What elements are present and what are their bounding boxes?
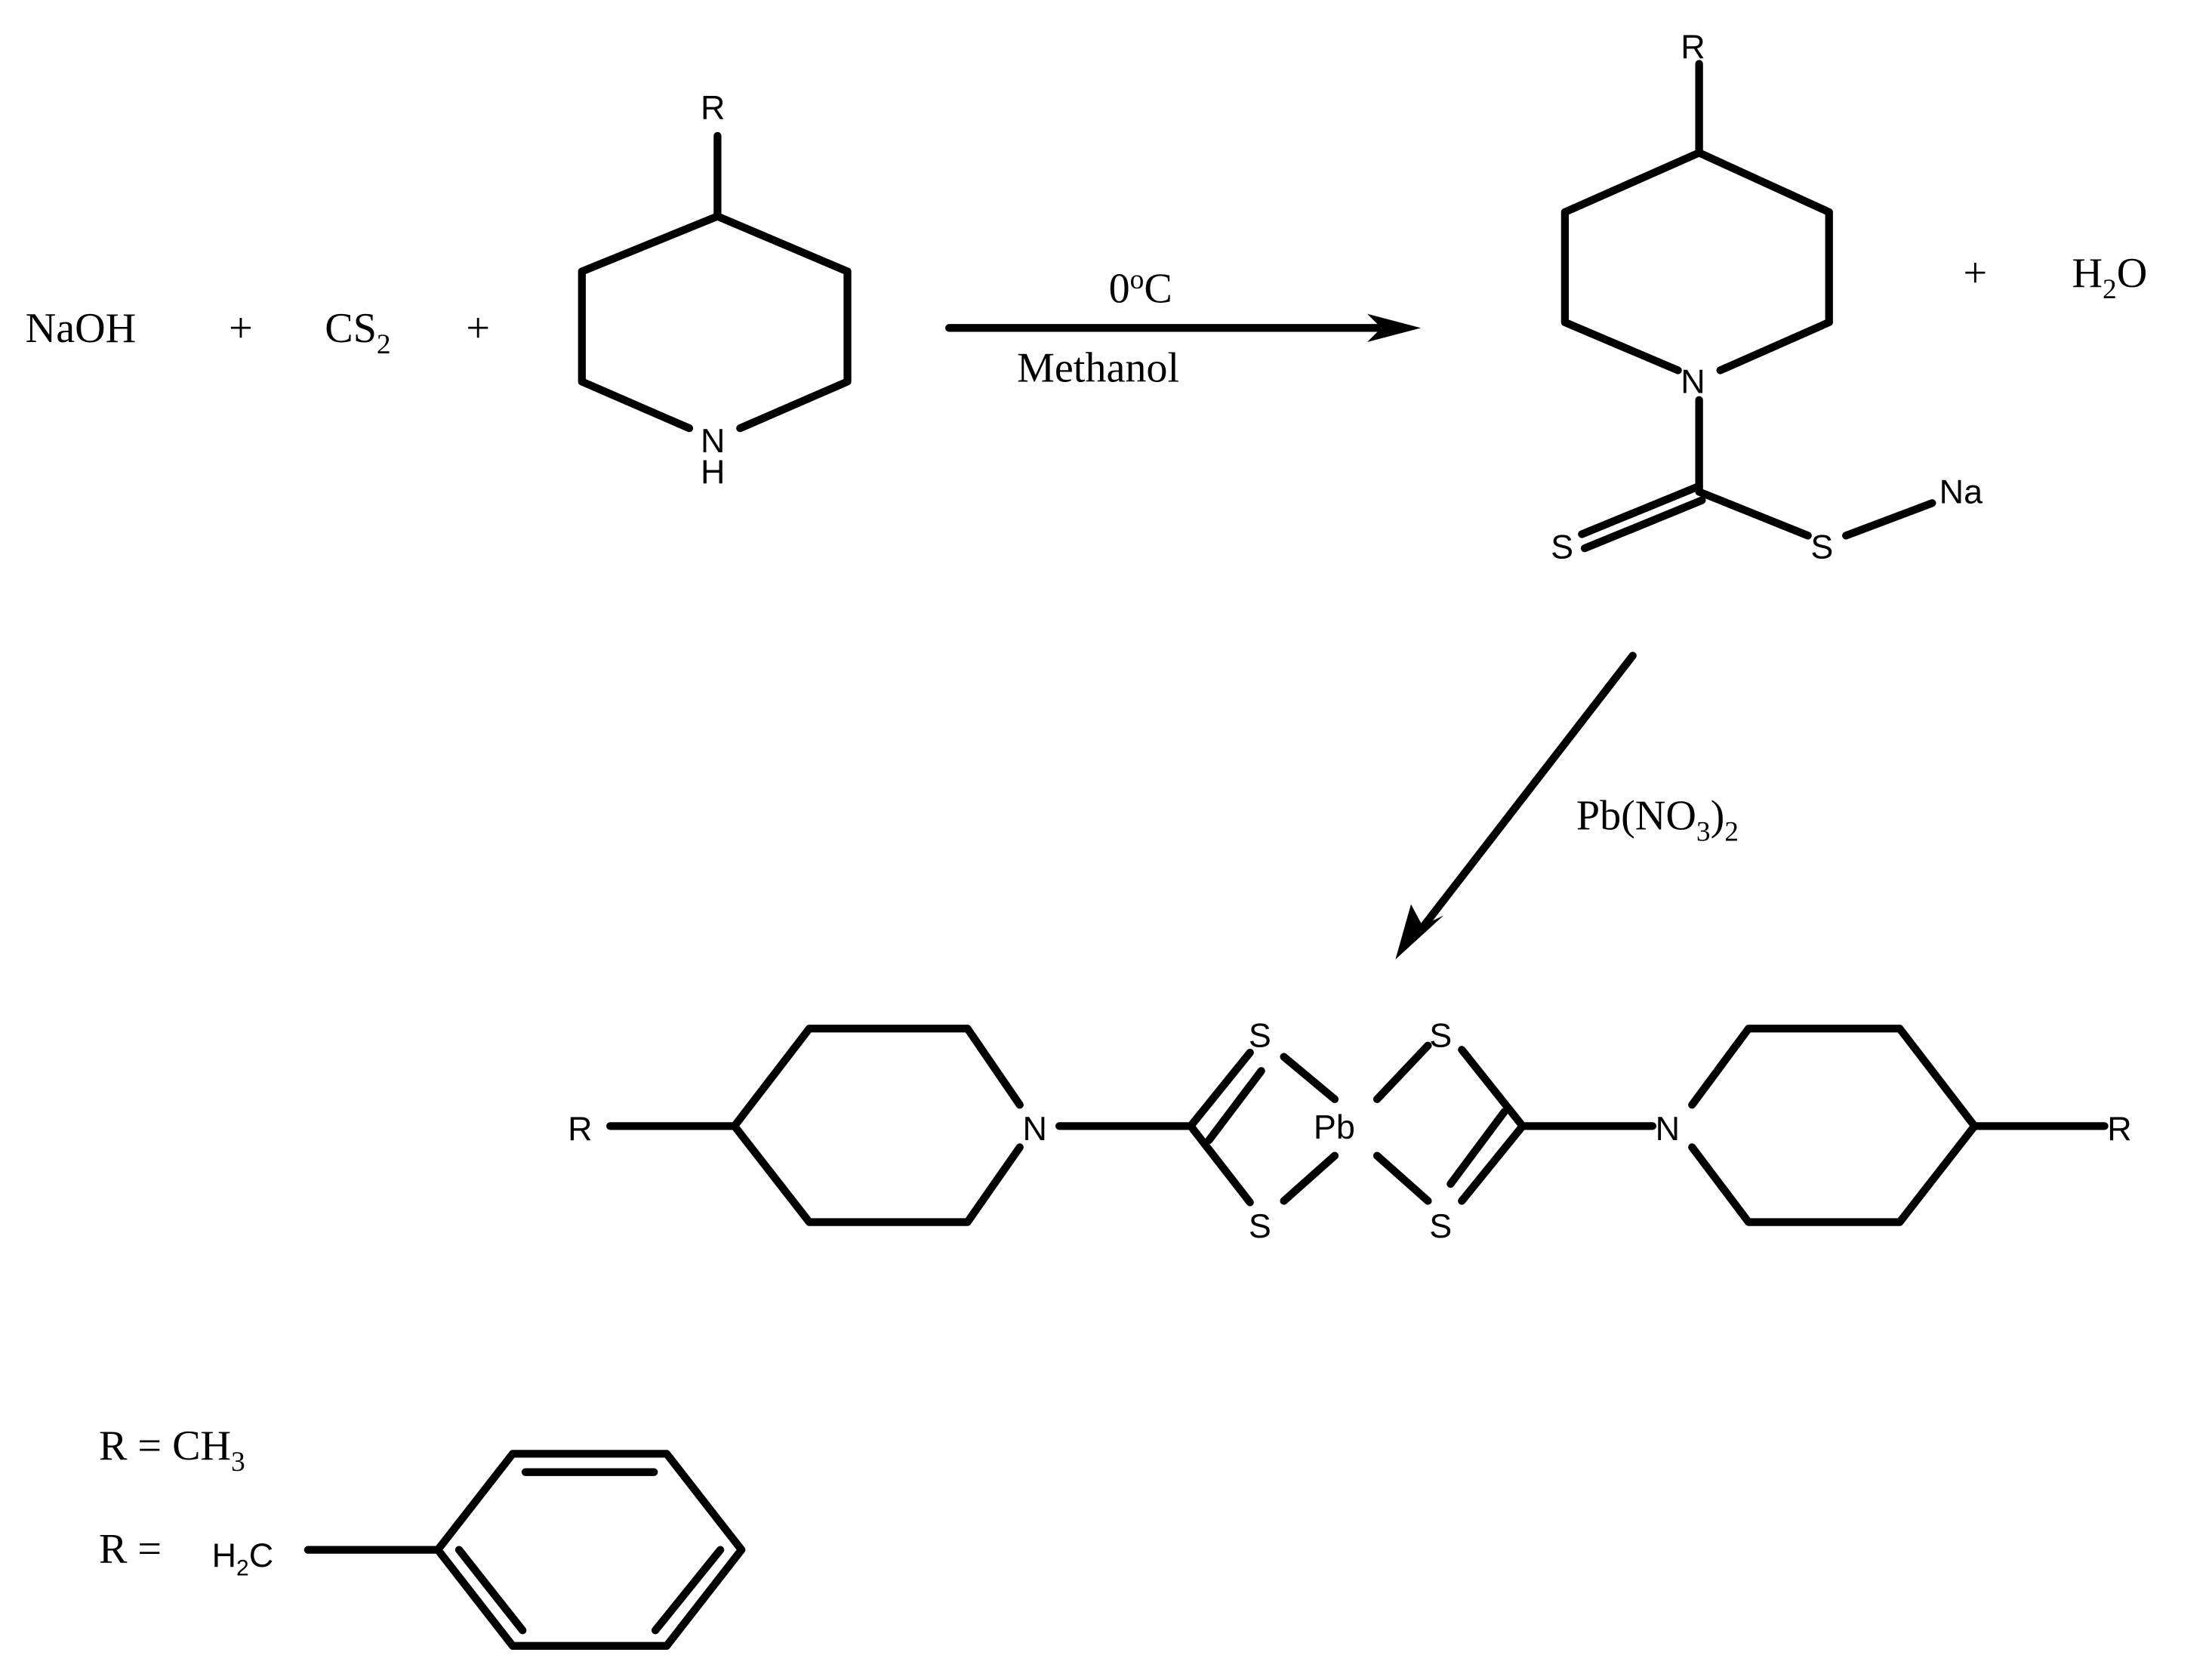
product-s-single-label: S — [1810, 527, 1833, 566]
product-na-label: Na — [1939, 472, 1983, 510]
piperidine-molecule: R N H — [578, 88, 852, 491]
complex-s-bottom-left-label: S — [1249, 1207, 1271, 1245]
complex-s-top-right-label: S — [1429, 1016, 1452, 1055]
water-label: H2O — [2072, 250, 2148, 305]
plus-sign-2: + — [466, 305, 490, 352]
product-r-label: R — [1681, 27, 1705, 66]
complex-n-left-label: N — [1022, 1109, 1046, 1148]
r-benzyl-definition: R = H2C — [99, 1450, 746, 1650]
complex-n-right-label: N — [1656, 1109, 1680, 1148]
product-s-double-label: S — [1551, 527, 1573, 566]
lead-nitrate-reagent: Pb(NO3)2 — [1576, 792, 1739, 847]
product-n-label: N — [1681, 362, 1705, 400]
product-plus-sign: + — [1963, 250, 1987, 297]
complex-r-right-label: R — [2107, 1109, 2131, 1148]
reaction-arrow-2 — [1395, 652, 1637, 960]
dithiocarbamate-product: R N S S Na — [1551, 27, 1983, 566]
piperidine-r-label: R — [701, 88, 725, 126]
r-methyl-definition: R = CH3 — [99, 1423, 245, 1478]
complex-s-bottom-right-label: S — [1429, 1207, 1452, 1245]
complex-r-left-label: R — [568, 1109, 592, 1148]
naoh-label: NaOH — [26, 305, 136, 352]
complex-pb-label: Pb — [1314, 1108, 1355, 1146]
cs2-label: CS2 — [325, 305, 390, 360]
reaction-arrow-1 — [945, 313, 1422, 343]
r-benzyl-prefix: R = — [99, 1525, 162, 1572]
piperidine-h-label: H — [701, 452, 725, 491]
temperature-condition: 0oC — [1109, 264, 1172, 313]
benzyl-ch2-label: H2C — [212, 1536, 274, 1580]
lead-complex: R N S S Pb S S N R — [568, 1016, 2132, 1246]
piperidine-n-label: N — [701, 421, 725, 460]
solvent-condition: Methanol — [1017, 344, 1179, 391]
plus-sign-1: + — [229, 305, 253, 352]
complex-s-top-left-label: S — [1249, 1016, 1271, 1055]
